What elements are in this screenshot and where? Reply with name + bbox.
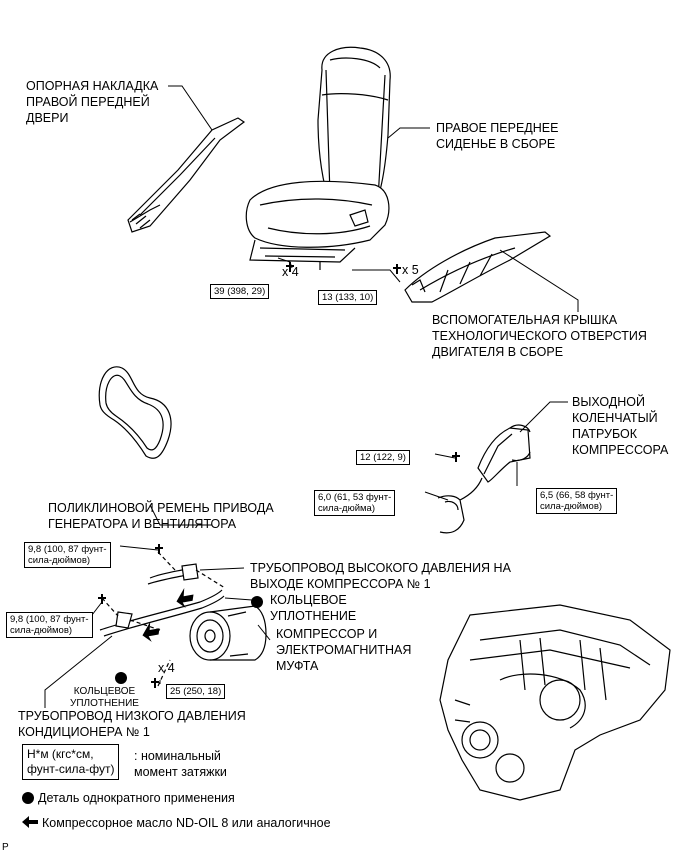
- o-ring-lower-label: КОЛЬЦЕВОЕ УПЛОТНЕНИЕ: [70, 686, 139, 709]
- legend-oil: Компрессорное масло ND-OIL 8 или аналоги…: [22, 815, 331, 831]
- torque-elbow-bolt: 12 (122, 9): [356, 450, 410, 465]
- suction-hose-label: ТРУБОПРОВОД НИЗКОГО ДАВЛЕНИЯ КОНДИЦИОНЕР…: [18, 709, 246, 739]
- oil-arrow-lower-icon: [142, 621, 160, 642]
- oil-arrows: [142, 587, 194, 642]
- figure-code: P: [2, 842, 9, 853]
- torque-elbow-nut: 6,5 (66, 58 фунт- сила-дюймов): [536, 488, 618, 514]
- legend-non-reusable: Деталь однократного применения: [22, 790, 235, 806]
- front-seat-label: ПРАВОЕ ПЕРЕДНЕЕ СИДЕНЬЕ В СБОРЕ: [436, 121, 559, 151]
- front-seat-drawing: [245, 46, 391, 270]
- o-ring-upper-label: КОЛЬЦЕВОЕ УПЛОТНЕНИЕ: [270, 593, 357, 623]
- torque-compressor-bolt: 25 (250, 18): [166, 684, 226, 699]
- door-scuff-label: ОПОРНАЯ НАКЛАДКА ПРАВОЙ ПЕРЕДНЕЙ ДВЕРИ: [26, 79, 159, 125]
- legend-unit-box: Н*м (кгс*см, фунт-сила-фут): [22, 744, 120, 780]
- v-belt-drawing: [98, 366, 172, 459]
- legend-arrow-icon: [22, 816, 38, 828]
- v-belt-label: ПОЛИКЛИНОВОЙ РЕМЕНЬ ПРИВОДА ГЕНЕРАТОРА И…: [48, 501, 274, 531]
- compressor-label: КОМПРЕССОР И ЭЛЕКТРОМАГНИТНАЯ МУФТА: [276, 627, 412, 673]
- legend-oil-text: Компрессорное масло ND-OIL 8 или аналоги…: [42, 816, 331, 830]
- discharge-hose-label: ТРУБОПРОВОД ВЫСОКОГО ДАВЛЕНИЯ НА ВЫХОДЕ …: [250, 561, 511, 591]
- compressor-bolt-qty: x 4: [158, 661, 175, 675]
- service-hole-cover-drawing: [404, 231, 552, 303]
- oil-arrow-upper-icon: [176, 587, 194, 609]
- legend-unit-desc: : номинальный момент затяжки: [134, 749, 227, 779]
- bolt-icons: [98, 262, 460, 688]
- o-ring-lower-dot-icon: [115, 672, 127, 684]
- outlet-elbow-label: ВЫХОДНОЙ КОЛЕНЧАТЫЙ ПАТРУБОК КОМПРЕССОРА: [572, 395, 669, 457]
- seat-bolt-qty: x 4: [282, 265, 299, 279]
- torque-cover-bolt: 13 (133, 10): [318, 290, 378, 305]
- torque-seat-bolt: 39 (398, 29): [210, 284, 270, 299]
- outlet-elbow-drawing: [437, 424, 531, 534]
- torque-discharge-bolt: 9,8 (100, 87 фунт- сила-дюймов): [24, 542, 111, 568]
- engine-drawing: [439, 604, 671, 801]
- service-cover-label: ВСПОМОГАТЕЛЬНАЯ КРЫШКА ТЕХНОЛОГИЧЕСКОГО …: [432, 313, 647, 359]
- compressor-drawing: [157, 605, 267, 687]
- torque-suction-bolt: 9,8 (100, 87 фунт- сила-дюймов): [6, 612, 93, 638]
- ac-hoses-drawing: [99, 551, 226, 637]
- o-ring-upper-dot-icon: [251, 596, 263, 608]
- door-scuff-plate-drawing: [127, 117, 246, 233]
- legend-non-reusable-text: Деталь однократного применения: [38, 791, 235, 805]
- legend-dot-icon: [22, 792, 34, 804]
- leader-lines: [44, 85, 579, 708]
- torque-elbow-clamp: 6,0 (61, 53 фунт- сила-дюйма): [314, 490, 396, 516]
- cover-bolt-qty: x 5: [402, 263, 419, 277]
